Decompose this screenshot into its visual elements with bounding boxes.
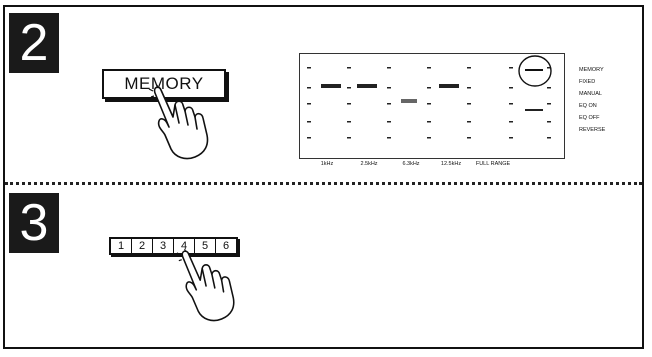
mode-label-eq-off: EQ OFF <box>579 115 600 121</box>
frequency-labels: 1kHz 2.5kHz 6.3kHz 12.5kHz FULL RANGE <box>299 161 563 171</box>
eq-band-1khz-bar <box>321 84 341 88</box>
mode-labels: MEMORY FIXED MANUAL EQ ON EQ OFF REVERSE <box>579 64 649 136</box>
freq-label: 1kHz <box>320 161 334 167</box>
step-2-badge: 2 <box>9 13 59 73</box>
instruction-panel: 2 MEMORY <box>3 5 644 349</box>
pointing-hand-icon <box>176 248 235 322</box>
step-3-badge: 3 <box>9 193 59 253</box>
freq-label: 2.5kHz <box>360 161 378 167</box>
memory-indicator-circle <box>518 55 552 87</box>
preset-button-1[interactable]: 1 <box>111 239 132 253</box>
mode-label-reverse: REVERSE <box>579 127 606 133</box>
preset-button-3[interactable]: 3 <box>153 239 174 253</box>
mode-label-eq-on: EQ ON <box>579 103 597 109</box>
mode-label-memory: MEMORY <box>579 67 604 73</box>
preset-button-5[interactable]: 5 <box>195 239 216 253</box>
freq-label: FULL RANGE <box>475 161 511 167</box>
eq-band-6-3khz-bar <box>401 99 417 103</box>
eq-bar-graph <box>307 55 552 139</box>
eq-band-2-5khz-bar <box>357 84 377 88</box>
mode-label-fixed: FIXED <box>579 79 596 85</box>
mode-label-manual: MANUAL <box>579 91 602 97</box>
eq-grid-dots <box>307 67 551 139</box>
memory-button[interactable]: MEMORY <box>102 69 226 99</box>
pointing-hand-icon <box>148 84 209 160</box>
freq-label: 6.3kHz <box>402 161 420 167</box>
eq-full-range-bar <box>525 109 543 111</box>
eq-display <box>299 53 565 159</box>
preset-button-2[interactable]: 2 <box>132 239 153 253</box>
preset-buttons: 1 2 3 4 5 6 <box>109 237 238 255</box>
step-separator <box>5 182 642 185</box>
freq-label: 12.5kHz <box>440 161 462 167</box>
preset-button-6[interactable]: 6 <box>222 240 230 252</box>
eq-band-12-5khz-bar <box>439 84 459 88</box>
preset-button-4[interactable]: 4 <box>174 239 195 253</box>
